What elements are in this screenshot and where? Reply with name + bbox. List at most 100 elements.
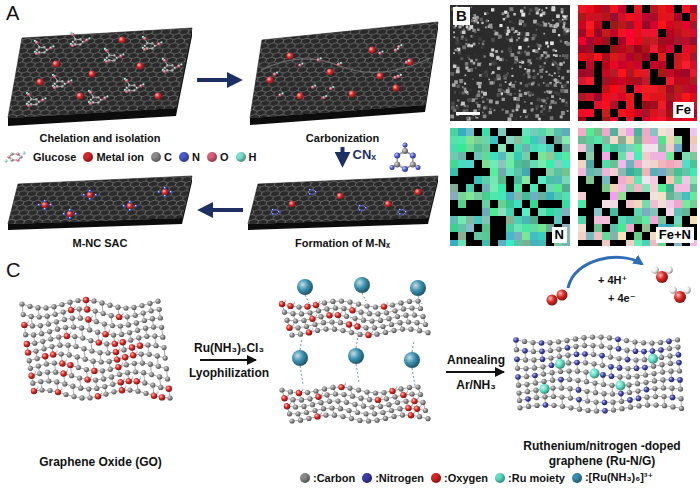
carbon-atom	[401, 306, 406, 311]
image-speckle	[540, 48, 542, 50]
carbon-atom	[135, 389, 140, 394]
carbon-atom	[133, 369, 138, 374]
carbon-atom	[93, 377, 98, 382]
image-speckle	[461, 35, 464, 38]
metal-ion	[162, 189, 169, 196]
metal-ion	[327, 69, 334, 76]
hydrogen-atom	[381, 51, 383, 53]
image-speckle	[557, 80, 559, 82]
carbon-atom	[150, 316, 155, 321]
carbon-atom	[79, 325, 84, 330]
image-speckle	[477, 29, 480, 32]
image-speckle	[508, 47, 512, 51]
image-speckle	[496, 74, 500, 78]
image-speckle	[567, 70, 570, 73]
carbon-atom	[146, 47, 149, 50]
carbon-atom	[53, 370, 58, 375]
image-speckle	[466, 105, 469, 108]
image-speckle	[464, 37, 467, 40]
image-speckle	[559, 39, 562, 42]
oxygen-atom	[354, 323, 360, 329]
image-speckle	[504, 91, 506, 93]
image-speckle	[453, 65, 457, 69]
image-speckle	[516, 37, 518, 39]
oxygen-atom	[25, 349, 31, 355]
image-speckle	[543, 33, 545, 35]
carbon-atom	[91, 298, 96, 303]
image-speckle	[519, 60, 521, 62]
hydrogen-atom	[330, 310, 334, 314]
carbon-atom	[133, 89, 136, 92]
image-speckle	[478, 43, 480, 45]
carbon-atom	[53, 312, 58, 317]
carbon-atom	[128, 338, 133, 343]
carbon-atom	[310, 402, 315, 407]
carbon-atom	[312, 322, 317, 327]
nitrogen-atom	[134, 204, 137, 207]
hydrogen-atom	[276, 72, 278, 74]
image-speckle	[538, 118, 541, 121]
sheet-ripple	[262, 58, 430, 72]
hydrogen-atom	[379, 395, 383, 399]
carbon-atom	[369, 404, 374, 409]
image-speckle	[505, 59, 508, 62]
carbon-atom	[100, 99, 103, 102]
carbon-atom	[378, 318, 383, 323]
image-speckle	[511, 75, 513, 77]
carbon-atom	[373, 304, 378, 309]
carbon-atom	[356, 388, 361, 393]
hydrogen-atom	[106, 95, 108, 97]
intercalated-stack	[279, 277, 431, 424]
carbon-atom	[62, 381, 67, 386]
image-speckle	[533, 70, 536, 73]
ru-complex	[404, 352, 420, 368]
carbon-atom	[46, 322, 51, 327]
carbon-atom	[307, 396, 312, 401]
metal-ion	[369, 47, 376, 54]
carbon-lattice	[250, 22, 438, 118]
carbon-atom	[321, 320, 326, 325]
carbon-atom	[132, 361, 137, 366]
image-speckle	[470, 62, 472, 64]
carbon-atom	[101, 311, 106, 316]
image-speckle	[504, 29, 506, 31]
carbon-atom	[97, 101, 100, 104]
carbon-atom	[417, 328, 422, 333]
carbon-atom	[57, 343, 62, 348]
image-speckle	[525, 84, 529, 88]
image-speckle	[482, 73, 484, 75]
carbon-atom	[80, 336, 85, 341]
image-speckle	[467, 117, 470, 120]
nitrogen-atom	[37, 203, 40, 206]
nitrogen-atom	[163, 194, 166, 197]
image-speckle	[517, 32, 520, 35]
carbon-atom	[102, 321, 107, 326]
image-speckle	[481, 91, 484, 94]
hydrogen-atom	[70, 79, 72, 81]
carbon-atom	[82, 41, 85, 44]
image-speckle	[511, 68, 513, 70]
oxygen-atom	[346, 321, 352, 327]
image-speckle	[508, 87, 510, 89]
image-speckle	[505, 81, 507, 83]
carbon-atom	[363, 411, 368, 416]
carbon-atom	[374, 418, 379, 423]
carbon-atom	[139, 303, 144, 308]
image-speckle	[476, 16, 479, 19]
scale-bar	[456, 112, 480, 115]
carbon-atom	[373, 390, 378, 395]
carbon-atom	[131, 305, 136, 310]
image-speckle	[505, 110, 508, 113]
carbon-atom	[356, 302, 361, 307]
metal-ion	[37, 79, 44, 86]
image-speckle	[503, 75, 505, 77]
image-speckle	[566, 101, 568, 103]
carbon-atom	[125, 370, 130, 375]
image-speckle	[467, 98, 471, 102]
image-speckle	[540, 14, 543, 17]
image-speckle	[545, 42, 548, 45]
carbon-atom	[338, 320, 343, 325]
image-speckle	[519, 93, 523, 97]
carbon-atom	[332, 327, 337, 332]
image-speckle	[466, 109, 469, 112]
